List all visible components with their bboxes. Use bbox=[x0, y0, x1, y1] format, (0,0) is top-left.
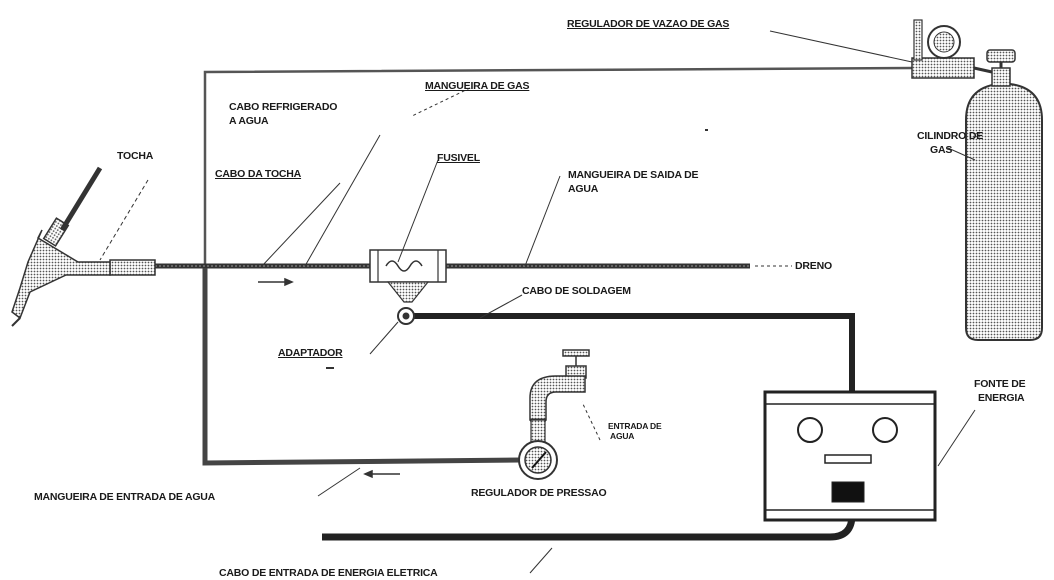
label-cabo-refrigerado-2: A AGUA bbox=[229, 115, 269, 127]
label-entrada-agua-1: ENTRADA DE bbox=[608, 421, 662, 431]
label-tocha: TOCHA bbox=[117, 150, 154, 162]
water-inlet-hose bbox=[202, 268, 521, 466]
label-fusivel: FUSIVEL bbox=[437, 152, 480, 164]
label-entrada-agua-2: AGUA bbox=[610, 431, 635, 441]
label-mangueira-entrada: MANGUEIRA DE ENTRADA DE AGUA bbox=[34, 491, 216, 503]
flow-arrows bbox=[258, 277, 400, 479]
label-dreno: DRENO bbox=[795, 260, 832, 272]
label-fonte-2: ENERGIA bbox=[978, 392, 1025, 404]
gas-cylinder bbox=[965, 49, 1043, 341]
label-mangueira-saida-2: AGUA bbox=[568, 183, 599, 195]
label-cilindro-2: GAS bbox=[930, 144, 953, 156]
pressure-regulator bbox=[518, 419, 558, 480]
label-cabo-energia: CABO DE ENTRADA DE ENERGIA ELETRICA bbox=[219, 567, 438, 579]
label-cabo-tocha: CABO DA TOCHA bbox=[215, 168, 302, 180]
leader-lines bbox=[99, 30, 976, 574]
power-source bbox=[763, 390, 937, 522]
adapter bbox=[397, 307, 415, 325]
fuse-block bbox=[369, 249, 447, 303]
label-cilindro-1: CILINDRO DE bbox=[917, 130, 984, 142]
gas-flow-regulator bbox=[911, 19, 993, 79]
marks bbox=[326, 129, 708, 369]
label-cabo-soldagem: CABO DE SOLDAGEM bbox=[522, 285, 631, 297]
gas-hose bbox=[203, 66, 916, 265]
label-cabo-refrigerado-1: CABO REFRIGERADO bbox=[229, 101, 338, 113]
torch bbox=[11, 166, 156, 327]
welding-cable bbox=[408, 313, 855, 392]
label-fonte-1: FONTE DE bbox=[974, 378, 1026, 390]
label-adaptador: ADAPTADOR bbox=[278, 347, 343, 359]
label-mangueira-gas: MANGUEIRA DE GAS bbox=[425, 80, 530, 92]
label-regulador-pressao: REGULADOR DE PRESSAO bbox=[471, 487, 607, 499]
label-mangueira-saida-1: MANGUEIRA DE SAIDA DE bbox=[568, 169, 699, 181]
water-tap bbox=[529, 349, 590, 422]
label-regulador-vazao: REGULADOR DE VAZAO DE GAS bbox=[567, 18, 730, 30]
